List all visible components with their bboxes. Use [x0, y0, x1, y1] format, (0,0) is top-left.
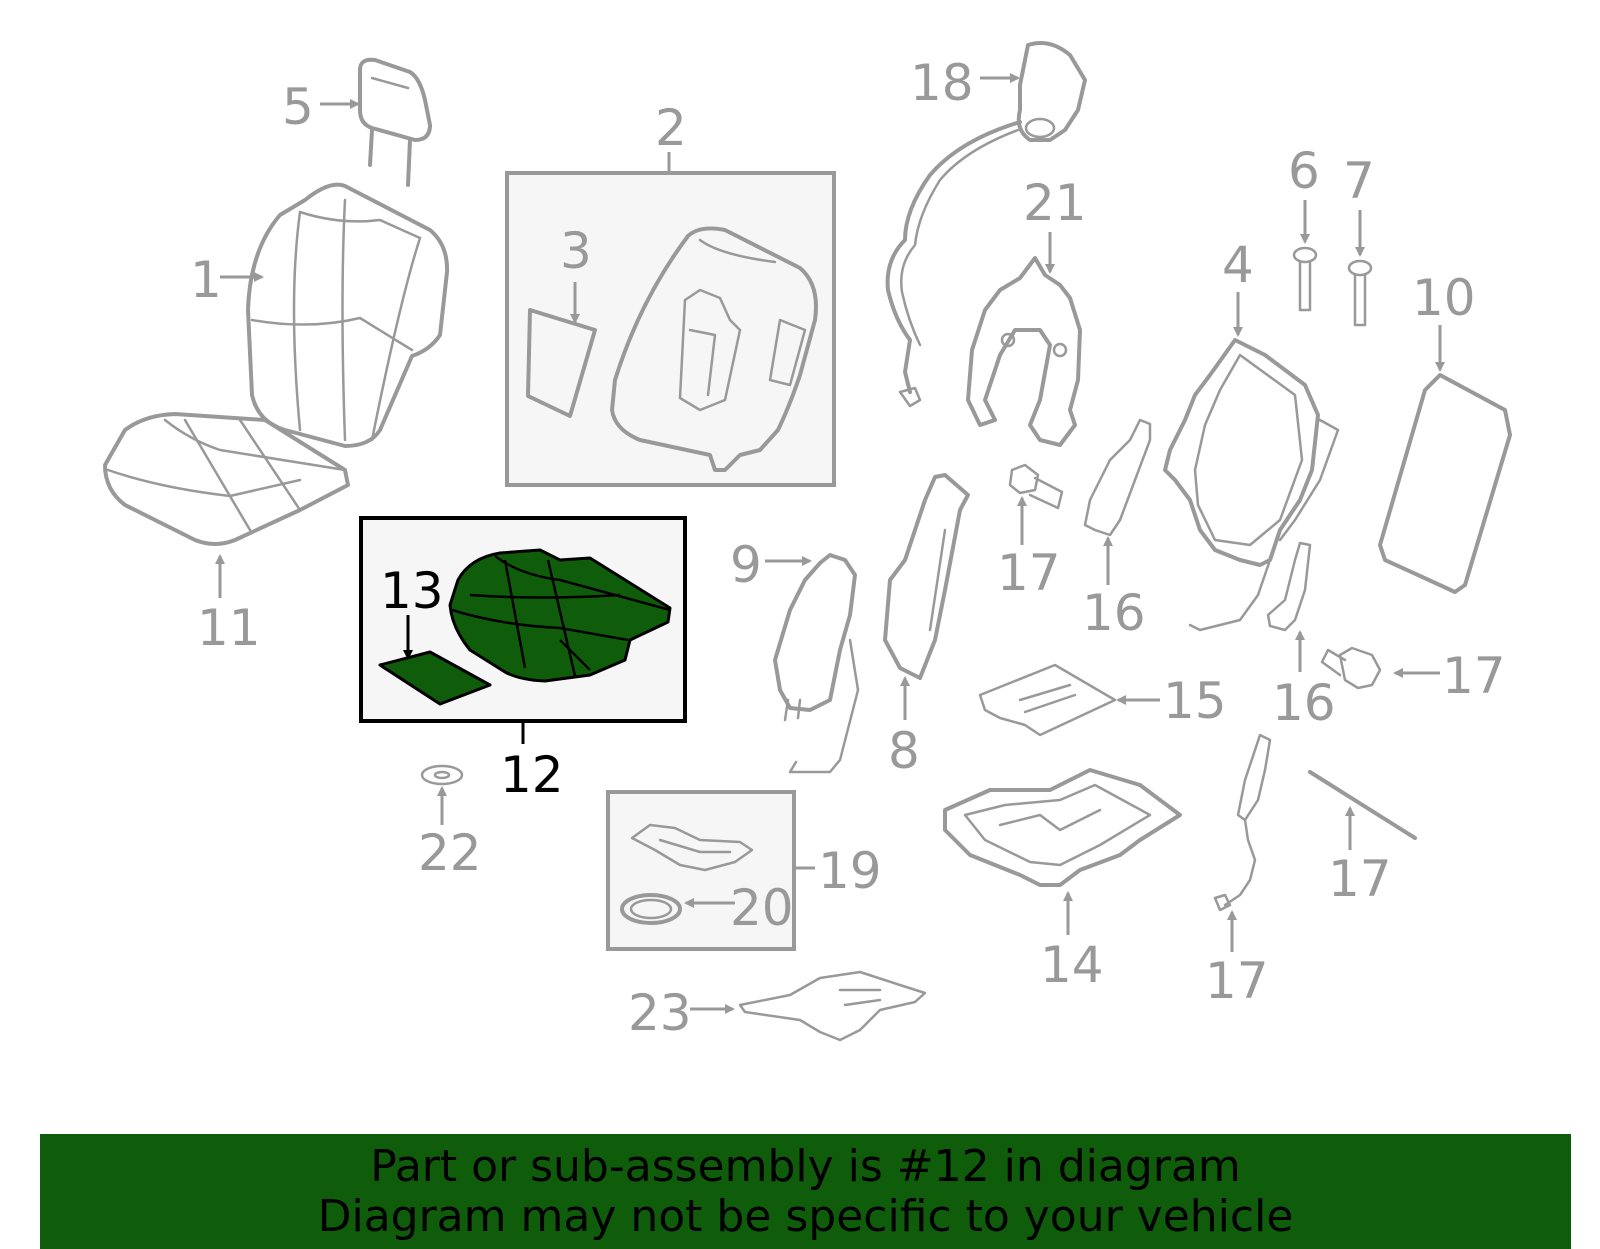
- bolt-part: [1008, 463, 1382, 690]
- callout-2: 2: [655, 99, 687, 157]
- cable-part: [1213, 733, 1272, 912]
- callout-7: 7: [1343, 152, 1375, 210]
- callout-12: 12: [500, 746, 564, 804]
- callout-16a: 16: [1082, 584, 1146, 642]
- pin-part: [1292, 246, 1373, 327]
- callout-25: 23: [628, 984, 692, 1042]
- seat-back-part: [246, 182, 450, 448]
- seat-belt-part: [885, 41, 1087, 408]
- seat-back-cover-part: [526, 226, 818, 472]
- seat-pan-part: [943, 768, 1182, 887]
- highlighted-seat-cushion-part: [378, 548, 672, 706]
- callout-1: 1: [190, 251, 222, 309]
- callout-17b: 17: [1442, 647, 1506, 705]
- callout-19: 17: [1328, 850, 1392, 908]
- callout-10: 10: [1412, 269, 1476, 327]
- recliner-part: [773, 553, 860, 774]
- callout-4: 4: [1222, 236, 1254, 294]
- part-2-box: [505, 171, 836, 487]
- callout-13: 13: [380, 562, 444, 620]
- plate-part: [978, 663, 1117, 737]
- info-banner: Part or sub-assembly is #12 in diagram D…: [40, 1134, 1571, 1249]
- callout-18: 17: [1205, 952, 1269, 1010]
- callout-14: 14: [1040, 936, 1104, 994]
- seat-cushion-part: [103, 412, 350, 546]
- lever-part: [738, 970, 927, 1042]
- banner-line-1: Part or sub-assembly is #12 in diagram: [370, 1141, 1241, 1192]
- small-bracket-part: [1083, 418, 1312, 632]
- trim-part: [620, 823, 754, 925]
- callout-8: 8: [888, 722, 920, 780]
- callout-21: 19: [818, 842, 882, 900]
- callout-20: 18: [910, 54, 974, 112]
- callout-15: 15: [1163, 672, 1227, 730]
- callout-23: 21: [1023, 174, 1087, 232]
- side-rail-part: [883, 473, 970, 680]
- callout-9: 9: [730, 536, 762, 594]
- callout-16b: 16: [1272, 674, 1336, 732]
- callout-17a: 17: [997, 544, 1061, 602]
- leader-lines: [215, 73, 1445, 1014]
- washer-hole: [433, 770, 451, 780]
- banner-line-2: Diagram may not be specific to your vehi…: [317, 1191, 1294, 1242]
- side-panel-part: [1378, 373, 1512, 594]
- callout-labels: 5 1 11 2 3 18 21 6 7 4 10 9 8 17 16 16 1…: [190, 54, 1506, 1042]
- seat-back-frame-part: [1163, 338, 1340, 632]
- callout-11: 11: [197, 599, 261, 657]
- rod-part: [1308, 770, 1417, 840]
- callout-3: 3: [560, 222, 592, 280]
- bracket-part: [966, 256, 1082, 447]
- callout-5: 5: [282, 78, 314, 136]
- callout-6: 6: [1288, 142, 1320, 200]
- headrest-part: [358, 57, 432, 187]
- washer-part: [420, 764, 464, 786]
- callout-22: 20: [730, 879, 794, 937]
- callout-24: 22: [418, 824, 482, 882]
